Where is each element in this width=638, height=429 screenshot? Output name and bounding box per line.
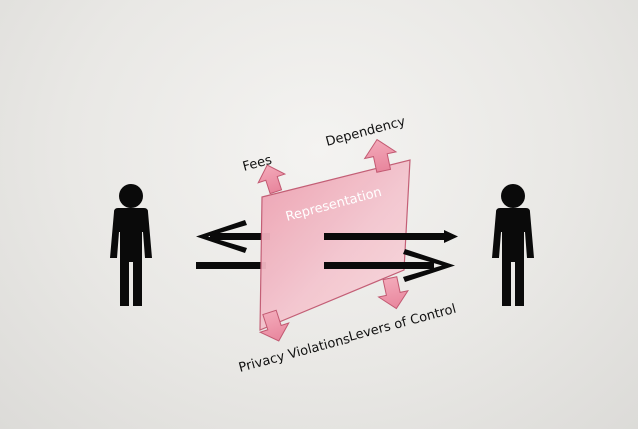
fees-label: Fees [241,153,274,175]
left-flow-arrow [196,220,270,253]
levers-of-control-arrow [377,276,409,310]
person-icon [110,184,152,306]
dependency-arrow [363,138,398,173]
fees-arrow [257,164,287,195]
dependency-label: Dependency [324,114,407,150]
representation-box [259,159,411,331]
levers-of-control-label: Levers of Control [347,302,458,345]
privacy-violations-arrow [258,309,290,342]
right-flow-arrow-tail [196,262,266,269]
person-icon [492,184,534,306]
right-flow-arrow [324,249,455,282]
left-flow-arrow-overlap [324,233,444,240]
privacy-violations-label: Privacy Violations [237,332,352,376]
